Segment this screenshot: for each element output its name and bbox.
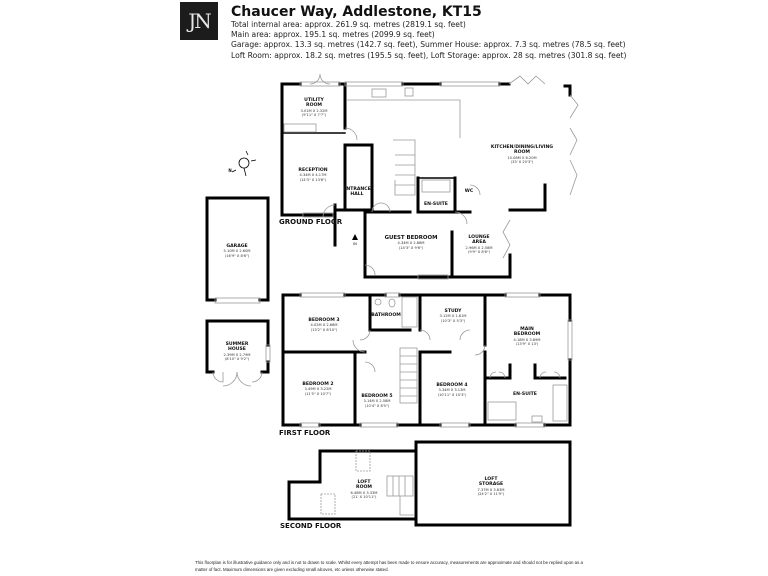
room-name: LOFT bbox=[357, 480, 371, 485]
room-name: RECEPTION bbox=[298, 168, 328, 173]
room-dim-metric: 3.01M X 2.32M bbox=[300, 108, 328, 113]
room-wc: WC bbox=[465, 189, 473, 194]
room-garage: GARAGE 5.10M X 2.60M (16'9" X 8'6") bbox=[224, 244, 251, 258]
room-name: ROOM bbox=[356, 485, 372, 491]
room-bedroom-3: BEDROOM 3 4.02M X 2.68M (13'2" X 8'10") bbox=[308, 318, 339, 332]
outbuilding-walls bbox=[205, 196, 270, 374]
room-name: EN-SUITE bbox=[513, 392, 537, 397]
room-dim-imperial: (16'9" X 8'6") bbox=[224, 253, 250, 258]
area-main: Main area: approx. 195.1 sq. metres (209… bbox=[231, 30, 435, 40]
room-dim-metric: 10.08M X 6.20M bbox=[507, 155, 537, 160]
room-dim-imperial: (8'10" X 9'2") bbox=[224, 357, 250, 362]
room-dim-imperial: (10'3" X 5'3") bbox=[440, 318, 466, 323]
room-dim-metric: 4.02M X 2.68M bbox=[310, 323, 338, 328]
room-dim-metric: 2.39M X 2.79M bbox=[223, 352, 251, 357]
room-dim-imperial: (10'4" X 8'5") bbox=[364, 403, 390, 408]
floor-label-ground: GROUND FLOOR bbox=[279, 218, 343, 226]
ground-floor-walls bbox=[280, 82, 572, 279]
room-dim-imperial: (24'2" X 11'9") bbox=[477, 492, 505, 497]
floor-label-first: FIRST FLOOR bbox=[279, 429, 331, 437]
room-dim-imperial: (13'9" X 13') bbox=[515, 342, 539, 347]
room-name: HOUSE bbox=[228, 347, 246, 353]
entrance-arrow-icon bbox=[352, 234, 358, 240]
room-dim-metric: 4.34M X 4.17M bbox=[299, 173, 327, 178]
room-dim-metric: 4.18M X 3.89M bbox=[513, 337, 541, 342]
room-dim-imperial: (9'11" X 7'7") bbox=[301, 113, 327, 118]
room-lounge-area: LOUNGE AREA 2.96M X 2.58M (9'9" X 8'6") bbox=[466, 235, 493, 255]
room-name: LOUNGE bbox=[468, 235, 490, 240]
room-name: STUDY bbox=[444, 309, 462, 314]
first-floor-walls bbox=[281, 293, 572, 427]
area-summary: Total internal area: approx. 261.9 sq. m… bbox=[231, 20, 626, 61]
room-dim-metric: 5.10M X 2.60M bbox=[223, 249, 251, 254]
second-floor-walls bbox=[287, 440, 572, 527]
room-name: SUMMER bbox=[225, 342, 249, 347]
room-dim-metric: 3.34M X 3.13M bbox=[438, 388, 466, 393]
room-name: WC bbox=[464, 189, 474, 194]
room-name: GARAGE bbox=[226, 244, 248, 249]
room-name: MAIN bbox=[520, 327, 534, 332]
area-total: Total internal area: approx. 261.9 sq. m… bbox=[231, 20, 466, 29]
room-dim-metric: 4.34M X 2.88M bbox=[397, 241, 425, 246]
room-name: LOFT bbox=[484, 477, 498, 482]
room-name: KITCHEN/DINING/LIVING bbox=[490, 145, 554, 150]
room-ensuite-first: EN-SUITE bbox=[513, 392, 537, 397]
compass-north-label: N bbox=[228, 168, 232, 173]
room-name: ROOM bbox=[514, 150, 530, 156]
room-main-bedroom: MAIN BEDROOM 4.18M X 3.89M (13'9" X 13') bbox=[514, 327, 541, 347]
room-name: UTILITY bbox=[304, 98, 324, 103]
room-study: STUDY 3.12M X 1.61M (10'3" X 5'3") bbox=[440, 309, 467, 323]
room-name: BEDROOM 5 bbox=[361, 394, 393, 399]
room-name: STORAGE bbox=[478, 482, 504, 488]
room-reception: RECEPTION 4.34M X 4.17M (14'3" X 13'8") bbox=[298, 168, 327, 182]
room-ensuite-ground: EN-SUITE bbox=[424, 202, 448, 207]
room-name: BEDROOM 4 bbox=[436, 383, 468, 388]
room-loft-room: LOFT ROOM 6.48M X 3.33M (21' X 10'11") bbox=[351, 480, 378, 500]
room-dim-metric: 3.49M X 3.22M bbox=[304, 387, 332, 392]
room-bedroom-2: BEDROOM 2 3.49M X 3.22M (11'5" X 10'7") bbox=[302, 382, 333, 396]
room-dim-imperial: (11'5" X 10'7") bbox=[304, 391, 332, 396]
area-loft: Loft Room: approx. 18.2 sq. metres (195.… bbox=[231, 50, 627, 60]
room-dim-imperial: (9'9" X 8'6") bbox=[468, 250, 490, 255]
room-name: BEDROOM bbox=[513, 332, 541, 338]
room-utility: UTILITY ROOM 3.01M X 2.32M (9'11" X 7'7"… bbox=[301, 98, 328, 118]
room-kitchen: KITCHEN/DINING/LIVING ROOM 10.08M X 6.20… bbox=[491, 145, 553, 165]
floor-label-second: SECOND FLOOR bbox=[280, 522, 342, 530]
area-outbuildings: Garage: approx. 13.3 sq. metres (142.7 s… bbox=[231, 40, 626, 50]
room-guest-bedroom: GUEST BEDROOM 4.34M X 2.88M (14'3" X 9'6… bbox=[384, 235, 438, 250]
room-dim-metric: 2.96M X 2.58M bbox=[465, 245, 493, 250]
room-bedroom-4: BEDROOM 4 3.34M X 3.13M (10'11" X 10'3") bbox=[436, 383, 467, 397]
room-name: ENTRANCE bbox=[343, 187, 371, 192]
room-name: BEDROOM 3 bbox=[308, 318, 340, 323]
room-name: GUEST BEDROOM bbox=[384, 235, 438, 241]
compass-icon bbox=[231, 150, 257, 177]
room-name: ROOM bbox=[306, 103, 322, 109]
room-dim-imperial: (14'3" X 9'6") bbox=[398, 245, 424, 250]
room-summer-house: SUMMER HOUSE 2.39M X 2.79M (8'10" X 9'2"… bbox=[224, 342, 251, 362]
entrance-label: IN bbox=[353, 242, 357, 246]
room-loft-storage: LOFT STORAGE 7.37M X 3.63M (24'2" X 11'9… bbox=[478, 477, 505, 497]
room-dim-imperial: (13'2" X 8'10") bbox=[310, 327, 338, 332]
room-dim-metric: 6.48M X 3.33M bbox=[350, 490, 378, 495]
logo-text: JN bbox=[188, 9, 211, 33]
disclaimer-text: This floorplan is for illustrative guida… bbox=[195, 560, 583, 572]
room-name: HALL bbox=[350, 192, 364, 198]
room-dim-metric: 3.12M X 1.61M bbox=[439, 314, 467, 319]
room-dim-metric: 3.14M X 2.58M bbox=[363, 399, 391, 404]
room-dim-imperial: (10'11" X 10'3") bbox=[437, 392, 467, 397]
room-name: BATHROOM bbox=[371, 313, 401, 318]
room-dim-imperial: (14'3" X 13'8") bbox=[299, 177, 327, 182]
property-title: Chaucer Way, Addlestone, KT15 bbox=[231, 4, 482, 20]
room-dim-imperial: (33' X 20'3") bbox=[510, 160, 534, 165]
room-name: EN-SUITE bbox=[424, 202, 448, 207]
room-dim-metric: 7.37M X 3.63M bbox=[477, 487, 505, 492]
room-bathroom: BATHROOM bbox=[371, 313, 401, 318]
agency-logo: JN bbox=[180, 2, 218, 40]
room-name: BEDROOM 2 bbox=[302, 382, 334, 387]
room-bedroom-5: BEDROOM 5 3.14M X 2.58M (10'4" X 8'5") bbox=[361, 394, 392, 408]
room-entrance-hall: ENTRANCE HALL bbox=[343, 187, 371, 198]
room-dim-imperial: (21' X 10'11") bbox=[351, 495, 377, 500]
room-name: AREA bbox=[472, 240, 486, 246]
